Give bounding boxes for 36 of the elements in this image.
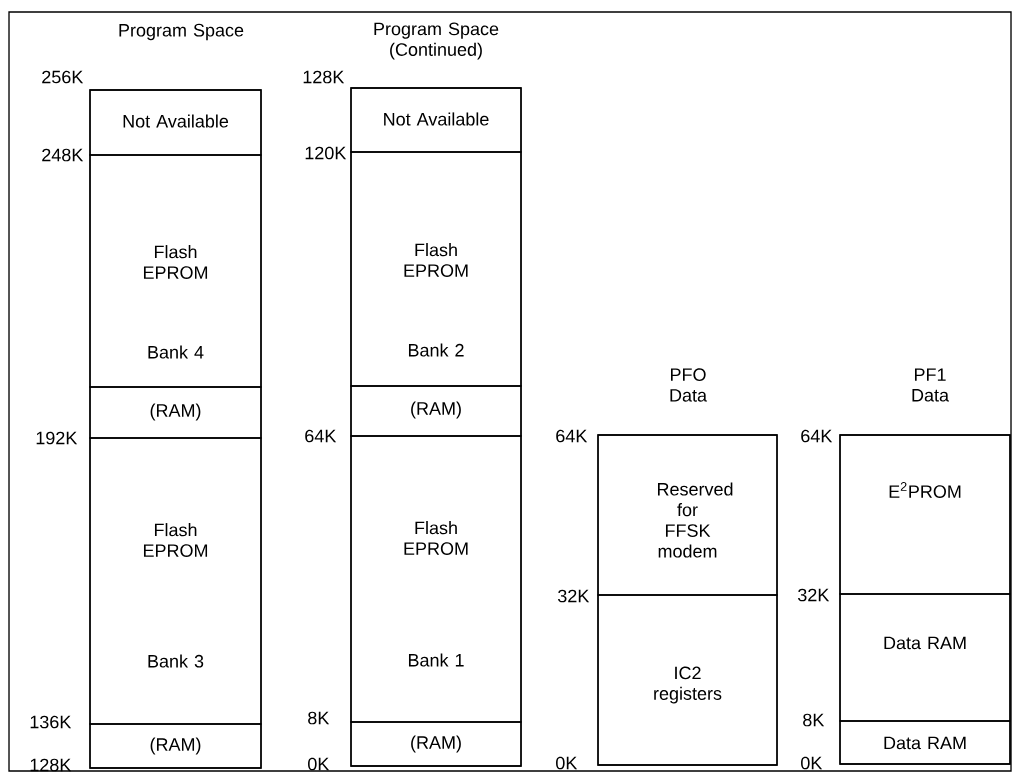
memory-segment: (RAM) [350,385,522,437]
address-label: 64K [556,429,588,443]
address-label: 8K [308,711,330,725]
memory-segment: Not Available [89,89,262,156]
address-label: 64K [305,429,337,443]
memory-segment: Data RAM [839,593,1011,722]
memory-segment: Flash EPROM Bank 3 [89,437,262,725]
column-heading: PFO Data [670,368,707,402]
memory-segment: (RAM) [350,721,522,767]
address-label: 0K [308,757,330,771]
address-label: 8K [803,713,825,727]
address-label: 128K [30,758,72,772]
address-label: 0K [556,756,578,770]
memory-segment: Flash EPROM Bank 4 [89,154,262,388]
address-label: 64K [801,429,833,443]
memory-segment: (RAM) [89,386,262,439]
address-label: 0K [801,756,823,770]
address-label: 32K [798,588,830,602]
address-label: 192K [36,431,78,445]
column-heading: PF1 Data [912,368,949,402]
column-heading: Program Space (Continued) [374,22,499,60]
memory-segment: Reserved for FFSK modem [597,434,778,596]
address-label: 32K [558,589,590,603]
memory-segment: E$^{2}$PROM [839,434,1011,595]
column-heading: Program Space [119,23,244,41]
address-label: 128K [303,70,345,84]
address-label: 256K [42,70,84,84]
memory-segment: Data RAM [839,720,1011,765]
memory-segment: Not Available [350,87,522,153]
memory-segment: Flash EPROM Bank 2 [350,151,522,387]
memory-segment: Flash EPROM Bank 1 [350,435,522,723]
memory-segment: IC2 registers [597,594,778,766]
address-label: 248K [42,148,84,162]
memory-segment: (RAM) [89,723,262,769]
address-label: 120K [305,146,347,160]
address-label: 136K [30,715,72,729]
